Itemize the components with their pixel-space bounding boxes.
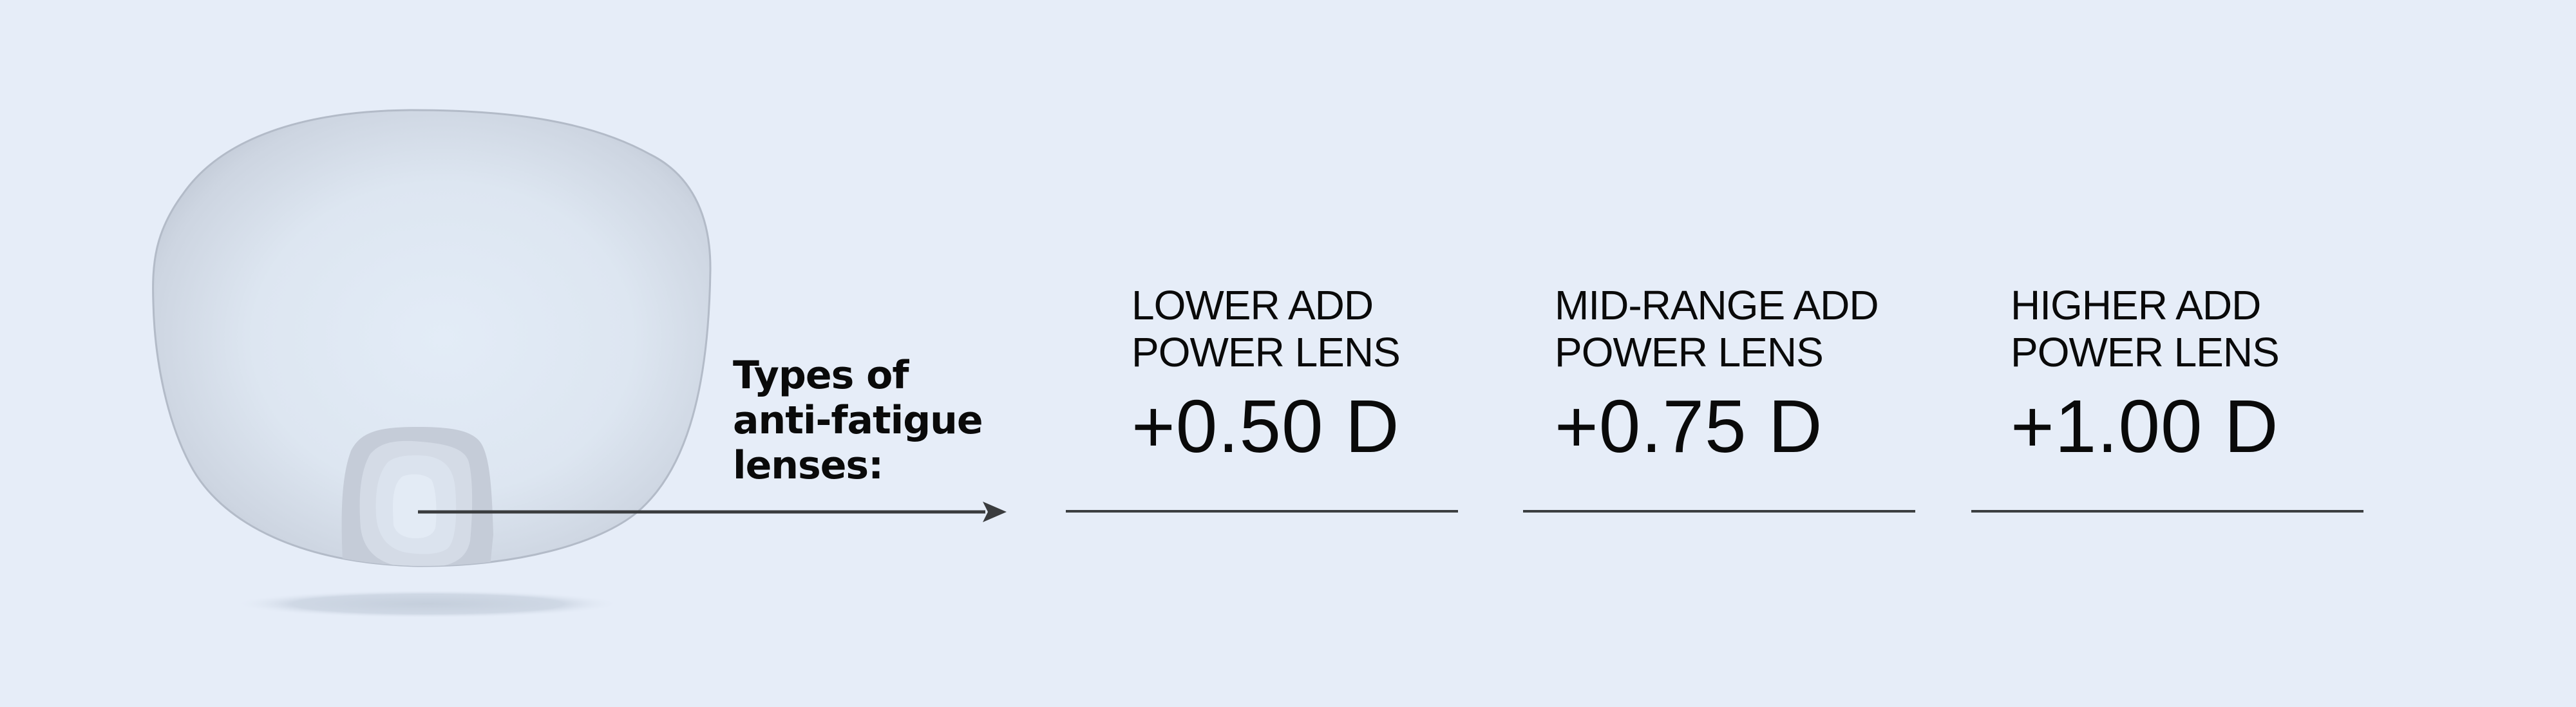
intro-line-3: lenses:	[733, 443, 884, 488]
add-power-value: +0.75 D	[1555, 384, 1823, 468]
add-power-value: +1.00 D	[2011, 384, 2279, 468]
lens-type-label: LOWER ADD POWER LENS	[1132, 282, 1401, 376]
intro-heading: Types of anti-fatigue lenses:	[733, 353, 983, 488]
intro-line-1: Types of	[733, 353, 909, 398]
add-power-value: +0.50 D	[1132, 384, 1400, 468]
zone-core	[393, 474, 437, 538]
arrow-right-icon	[418, 502, 1007, 522]
lens-type-label-line2: POWER LENS	[1555, 329, 1824, 375]
divider-rule-higher	[1971, 510, 2363, 513]
divider-rule-mid-range	[1523, 510, 1915, 513]
lens-type-label-line1: MID-RANGE ADD	[1555, 282, 1879, 328]
lens-type-mid-range: MID-RANGE ADD POWER LENS +0.75 D	[1555, 282, 1879, 464]
lens-type-label-line1: HIGHER ADD	[2011, 282, 2261, 328]
lens-shadow	[234, 590, 621, 618]
lens-type-lower: LOWER ADD POWER LENS +0.50 D	[1132, 282, 1401, 468]
lens-type-higher: HIGHER ADD POWER LENS +1.00 D	[2011, 282, 2280, 468]
intro-line-2: anti-fatigue	[733, 398, 983, 443]
lens-type-label-line2: POWER LENS	[2011, 329, 2280, 375]
lens-type-label-line2: POWER LENS	[1132, 329, 1401, 375]
lens-type-label: MID-RANGE ADD POWER LENS	[1555, 282, 1879, 376]
divider-rule-lower	[1066, 510, 1458, 513]
lens-type-label-line1: LOWER ADD	[1132, 282, 1374, 328]
near-zone-rings	[341, 427, 493, 567]
lens-type-label: HIGHER ADD POWER LENS	[2011, 282, 2280, 376]
